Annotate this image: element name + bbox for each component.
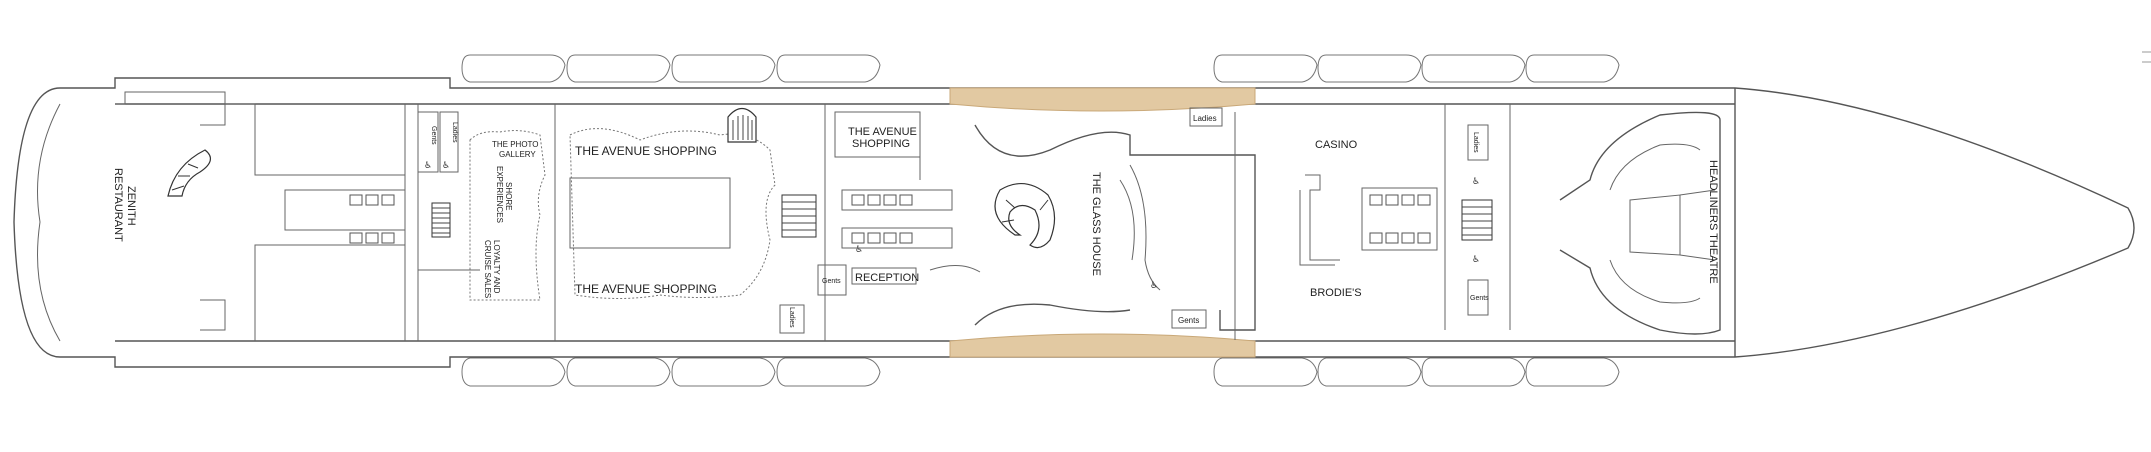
- spiral-staircase-icon: [167, 149, 211, 197]
- lifeboats-top: [461, 54, 1620, 83]
- casino-label: CASINO: [1315, 139, 1358, 151]
- services-area: THE PHOTO GALLERY SHORE EXPERIENCES LOYA…: [469, 104, 556, 341]
- zenith-restaurant-area: ZENITH RESTAURANT: [37, 91, 406, 342]
- bow-marker-icon: [2142, 51, 2151, 63]
- elevator-icon: [851, 194, 913, 244]
- avenue-shopping-top-label: THE AVENUE SHOPPING: [575, 144, 717, 158]
- photo-gallery-line2: GALLERY: [499, 150, 536, 159]
- loyalty-line1: LOYALTY AND: [492, 240, 501, 294]
- avenue-shopping-area: THE AVENUE SHOPPING THE AVENUE SHOPPING: [569, 104, 826, 341]
- restroom-label-gents: Gents: [430, 126, 437, 145]
- avenue-shopping-bottom-label: THE AVENUE SHOPPING: [575, 282, 717, 296]
- glass-house-label: THE GLASS HOUSE: [1090, 172, 1102, 276]
- svg-text:♿: ♿: [1472, 177, 1480, 187]
- svg-text:ZENITH RESTAURANT: ZENITH RESTAURANT: [112, 168, 137, 242]
- svg-text:♿: ♿: [442, 161, 450, 171]
- lifeboats-bottom: [461, 357, 1620, 387]
- avenue-shopping-small-line2: SHOPPING: [852, 138, 910, 150]
- wheelchair-icon: ♿ ♿ ♿ ♿ ♿ ♿: [424, 161, 1480, 291]
- reception-area: THE AVENUE SHOPPING Gents Ladies RECEPTI…: [779, 111, 953, 334]
- restroom-label-ladies-2: Ladies: [788, 307, 795, 328]
- restroom-label-ladies-4: Ladies: [1472, 132, 1479, 153]
- restroom-label-gents-2: Gents: [822, 278, 841, 285]
- restroom-label-ladies-3: Ladies: [1193, 114, 1217, 123]
- loyalty-line2: CRUISE SALES: [483, 240, 492, 298]
- svg-text:♿: ♿: [1472, 255, 1480, 265]
- svg-text:LOYALTY AND CRUISE SALES: LOYALTY AND CRUISE SALES: [483, 240, 501, 298]
- restroom-label-ladies: Ladies: [451, 122, 458, 143]
- shore-line1: SHORE: [504, 182, 513, 210]
- avenue-shopping-small-line1: THE AVENUE: [848, 126, 917, 138]
- headliners-theatre-label: HEADLINERS THEATRE: [1707, 160, 1719, 284]
- zenith-label-line1: ZENITH: [125, 186, 137, 226]
- headliners-theatre-area: HEADLINERS THEATRE: [1559, 111, 1721, 335]
- staircase-icon: [431, 202, 451, 238]
- brodies-label: BRODIE'S: [1310, 287, 1362, 299]
- promenade-deck-top: [949, 87, 1256, 112]
- svg-text:♿: ♿: [855, 245, 863, 255]
- elevator-icon: [349, 194, 395, 244]
- spiral-staircase-icon: [994, 183, 1056, 249]
- svg-text:SHORE EXPERIENCES: SHORE EXPERIENCES: [495, 166, 513, 223]
- shore-line2: EXPERIENCES: [495, 166, 504, 223]
- photo-gallery-line1: THE PHOTO: [492, 140, 539, 149]
- reception-label: RECEPTION: [855, 272, 919, 284]
- promenade-deck-bottom: [949, 333, 1256, 358]
- hull-outline: [13, 77, 2135, 368]
- svg-text:♿: ♿: [424, 161, 432, 171]
- zenith-label-line2: RESTAURANT: [112, 168, 124, 242]
- restroom-label-gents-3: Gents: [1178, 316, 1199, 325]
- svg-text:♿: ♿: [1150, 281, 1158, 291]
- glass-house-area: THE GLASS HOUSE Ladies Gents: [929, 107, 1256, 340]
- staircase-icon: [781, 194, 817, 238]
- casino-area: CASINO BRODIE'S Ladies Gents: [1299, 104, 1511, 330]
- elevator-icon: [1369, 194, 1431, 244]
- staircase-icon: [1461, 199, 1493, 241]
- restroom-label-gents-4: Gents: [1470, 295, 1489, 302]
- aft-services: Gents Ladies: [417, 104, 480, 341]
